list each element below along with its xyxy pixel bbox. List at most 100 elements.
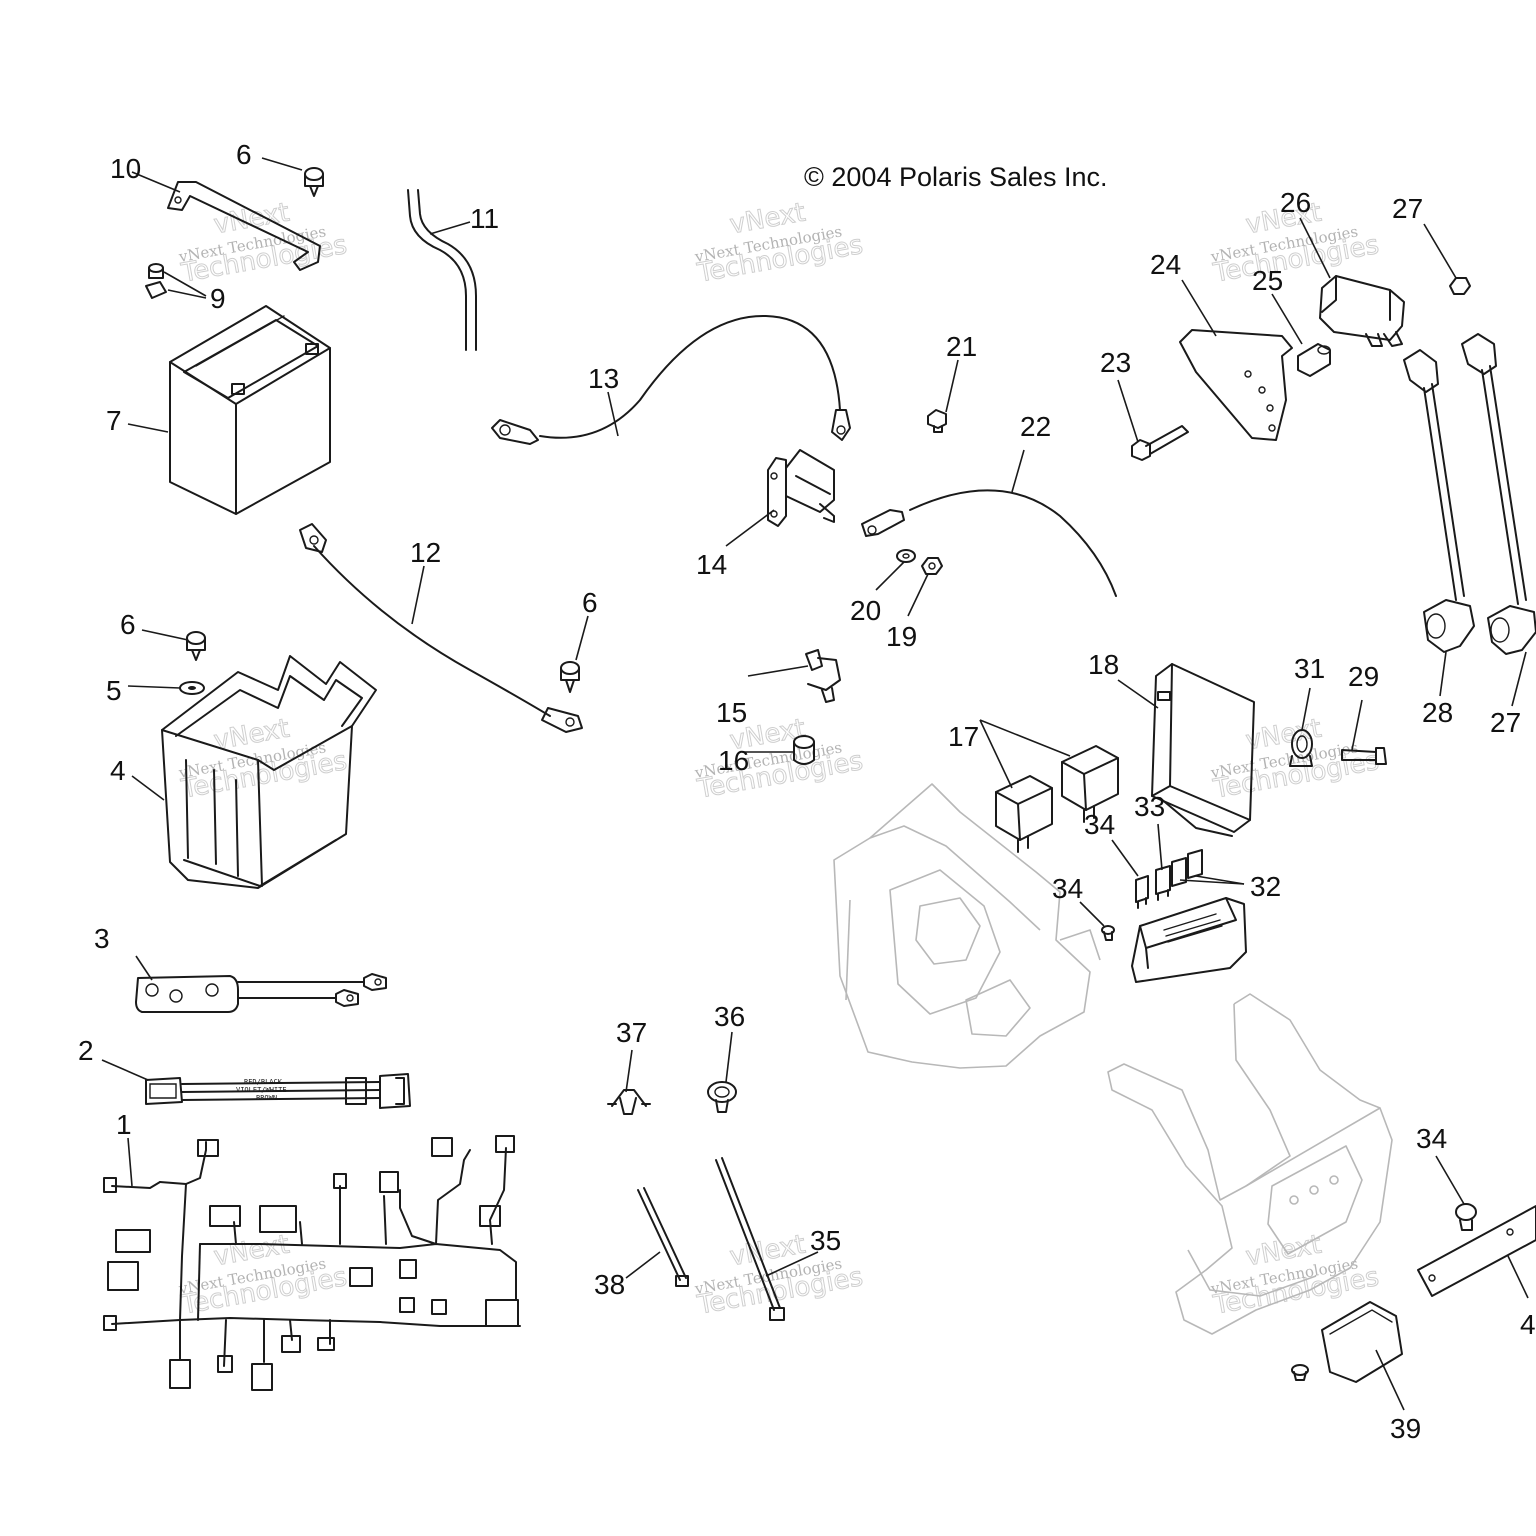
cable-21-part: [861, 489, 1117, 597]
svg-text:BROWN: BROWN: [256, 1094, 277, 1102]
callout-39: 39: [1390, 1413, 1421, 1444]
bolt-part-20: [927, 409, 947, 433]
cover-part-39: [1321, 1301, 1403, 1383]
ground-strap-part-3: [135, 973, 387, 1013]
callout-31: 32: [1250, 871, 1281, 902]
ignition-coil-part: [1319, 275, 1405, 347]
callout-22: 23: [1100, 347, 1131, 378]
battery-box-part: [161, 655, 377, 889]
callout-2: 2: [78, 1035, 94, 1066]
callout-30: 31: [1294, 653, 1325, 684]
watermark-6: Technologies vNext Technologies vNext: [1209, 713, 1382, 805]
leader-lines: [101, 157, 1529, 1411]
callout-21: 22: [1020, 411, 1051, 442]
bolt-part-middle: [560, 661, 580, 693]
callout-11: 12: [410, 537, 441, 568]
callout-23: 24: [1150, 249, 1181, 280]
callout-18: 19: [886, 621, 917, 652]
callout-4: 4: [110, 755, 126, 786]
callout-38: 38: [594, 1269, 625, 1300]
bolt-part-left: [186, 631, 206, 661]
callout-25: 26: [1280, 187, 1311, 218]
nut-part-18: [921, 557, 943, 575]
watermarks: Technologies vNext Technologies vNext Te…: [177, 197, 1382, 1321]
svg-text:VIOLET/WHITE: VIOLET/WHITE: [236, 1086, 287, 1094]
callout-17: 18: [1088, 649, 1119, 680]
wiring-harness-part-1: [103, 1135, 521, 1391]
callout-32: 33: [1134, 791, 1165, 822]
watermark-9: Technologies vNext Technologies vNext: [1209, 1229, 1382, 1321]
vent-tube-part: [407, 189, 477, 351]
bracket-part-23: [1179, 329, 1293, 441]
callout-33: 34: [1084, 809, 1115, 840]
long-bolt-part: [1131, 425, 1189, 461]
callout-37: 37: [616, 1017, 647, 1048]
callout-6-left: 6: [120, 609, 136, 640]
callout-3: 3: [94, 923, 110, 954]
grommet-part-36: [707, 1081, 737, 1113]
svg-text:RED/BLACK: RED/BLACK: [244, 1078, 283, 1086]
callout-40-partial: 4: [1520, 1309, 1536, 1340]
battery-part: [169, 305, 331, 515]
callout-labels: 10 6 9 7 11 13 12 6 14 21 22 23 24 25 26…: [78, 139, 1536, 1444]
cable-tie-part-35: [715, 1157, 785, 1321]
cable-11-part: [299, 523, 583, 733]
nut-part-26: [1449, 277, 1471, 295]
frame-outline-part: [833, 783, 1101, 1069]
callout-15: 16: [718, 745, 749, 776]
callout-36: 36: [714, 1001, 745, 1032]
callout-8: 9: [210, 283, 226, 314]
watermark-1: Technologies vNext Technologies vNext: [177, 197, 350, 289]
copyright-text: © 2004 Polaris Sales Inc.: [804, 162, 1108, 192]
harness-adapter-part-2: RED/BLACK VIOLET/WHITE BROWN: [145, 1073, 411, 1109]
callout-29: 29: [1348, 661, 1379, 692]
battery-strap-part: [167, 181, 321, 271]
fuse-part-31a: [1171, 857, 1187, 887]
callout-6-top: 6: [236, 139, 252, 170]
callout-27: 27: [1490, 707, 1521, 738]
fuse-part-32: [1155, 865, 1171, 901]
callout-9: 10: [110, 153, 141, 184]
callout-20: 21: [946, 331, 977, 362]
callout-1: 1: [116, 1109, 132, 1140]
callout-13: 14: [696, 549, 727, 580]
callout-19: 20: [850, 595, 881, 626]
bolt-part-29: [1341, 747, 1387, 765]
relay-part-16a: [995, 775, 1053, 853]
spark-plug-lead-part-28: [1403, 349, 1475, 653]
spark-plug-lead-part-27: [1461, 333, 1536, 655]
callout-16: 17: [948, 721, 979, 752]
screw-part-39: [1291, 1364, 1309, 1381]
spacer-part-24: [1297, 343, 1331, 377]
callout-24: 25: [1252, 265, 1283, 296]
callout-26: 27: [1392, 193, 1423, 224]
callout-35: 35: [810, 1225, 841, 1256]
relay-part-16b: [1061, 745, 1119, 823]
bushing-part-15: [793, 735, 815, 765]
washer-part-19: [896, 549, 916, 563]
watermark-2: Technologies vNext Technologies vNext: [693, 197, 866, 289]
bolt-part-top: [304, 167, 324, 197]
callout-10: 11: [470, 203, 499, 234]
callout-12: 13: [588, 363, 619, 394]
callout-5: 5: [106, 675, 122, 706]
callout-14: 15: [716, 697, 747, 728]
callout-7: 7: [106, 405, 122, 436]
washer-part-5: [179, 681, 205, 695]
switch-part-14: [805, 649, 841, 703]
panel-part-40: [1417, 1205, 1536, 1297]
push-rivet-part-34: [1101, 925, 1115, 941]
wire-clip-part-37: [607, 1089, 651, 1115]
fuse-part-33: [1135, 875, 1149, 909]
cable-tie-part-38: [637, 1187, 689, 1287]
module-part-17: [1151, 663, 1255, 837]
fuse-part-31b: [1187, 849, 1203, 879]
callout-34-right: 34: [1416, 1123, 1447, 1154]
callout-6-middle: 6: [582, 587, 598, 618]
callout-28: 28: [1422, 697, 1453, 728]
solenoid-part: [767, 449, 835, 527]
fuse-box-part: [1131, 897, 1247, 983]
push-rivet-part-34-right: [1455, 1203, 1477, 1231]
watermark-5: Technologies vNext Technologies vNext: [693, 713, 866, 805]
